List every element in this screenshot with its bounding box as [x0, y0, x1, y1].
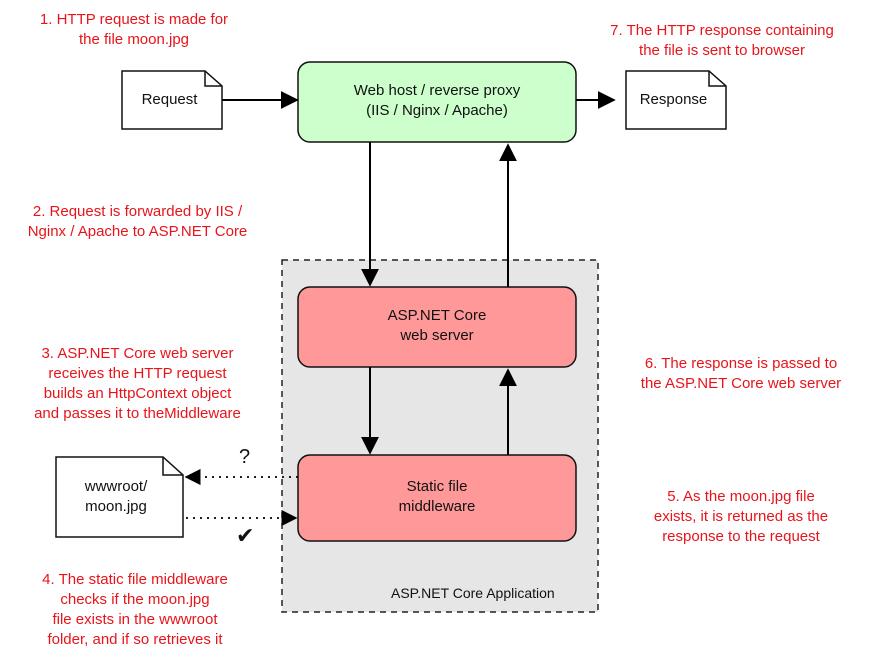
note-2-line-2: Nginx / Apache to ASP.NET Core [27, 223, 248, 240]
proxy-label-line-2: (IIS / Nginx / Apache) [366, 102, 508, 119]
note-step-7: 7. The HTTP response containing the file… [582, 21, 862, 61]
request-document-fold [204, 71, 222, 87]
question-mark: ? [239, 446, 251, 468]
proxy-box-label: Web host / reverse proxy (IIS / Nginx / … [298, 81, 576, 121]
wwwroot-document [55, 456, 184, 538]
note-step-2: 2. Request is forwarded by IIS / Nginx /… [0, 202, 275, 242]
request-document [121, 70, 223, 130]
response-document-fold [708, 71, 726, 87]
note-4-line-2: checks if the moon.jpg [60, 591, 210, 608]
note-2-line-1: 2. Request is forwarded by IIS / [32, 203, 243, 220]
note-3-line-1: 3. ASP.NET Core web server [41, 345, 234, 362]
note-step-5: 5. As the moon.jpg file exists, it is re… [611, 487, 871, 547]
note-7-line-1: 7. The HTTP response containing [610, 22, 834, 39]
wwwroot-label: wwwroot/ moon.jpg [56, 477, 176, 517]
note-step-1: 1. HTTP request is made for the file moo… [14, 10, 254, 50]
wwwroot-label-line-1: wwwroot/ [84, 478, 148, 495]
server-label-line-2: web server [400, 327, 474, 344]
server-box [297, 286, 577, 368]
app-container-label: ASP.NET Core Application [391, 585, 555, 601]
server-label-line-1: ASP.NET Core [387, 307, 487, 324]
note-3-line-4: and passes it to theMiddleware [34, 405, 241, 422]
note-3-line-3: builds an HttpContext object [43, 385, 232, 402]
note-7-line-2: the file is sent to browser [639, 42, 805, 59]
request-label: Request [141, 91, 198, 108]
note-1-line-2: the file moon.jpg [78, 31, 190, 48]
note-step-6: 6. The response is passed to the ASP.NET… [611, 354, 871, 394]
note-4-line-1: 4. The static file middleware [42, 571, 228, 588]
proxy-label-line-1: Web host / reverse proxy [353, 82, 521, 99]
note-5-line-2: exists, it is returned as the [653, 508, 829, 525]
note-3-line-2: receives the HTTP request [48, 365, 227, 382]
note-5-line-3: response to the request [662, 528, 820, 545]
response-label: Response [639, 91, 708, 108]
note-1-line-1: 1. HTTP request is made for [39, 11, 229, 28]
wwwroot-label-line-2: moon.jpg [85, 498, 147, 515]
note-6-line-2: the ASP.NET Core web server [640, 375, 842, 392]
check-mark-icon: ✔ [236, 523, 255, 548]
note-step-3: 3. ASP.NET Core web server receives the … [0, 344, 275, 424]
static-box [297, 454, 577, 542]
note-4-line-3: file exists in the wwwroot [52, 611, 218, 628]
note-step-4: 4. The static file middleware checks if … [10, 570, 260, 650]
static-box-label: Static file middleware [298, 477, 576, 517]
note-6-line-1: 6. The response is passed to [644, 355, 838, 372]
server-box-label: ASP.NET Core web server [298, 306, 576, 346]
response-document [625, 70, 727, 130]
note-5-line-1: 5. As the moon.jpg file [667, 488, 815, 505]
note-4-line-4: folder, and if so retrieves it [47, 631, 223, 648]
static-label-line-2: middleware [398, 498, 476, 515]
static-label-line-1: Static file [406, 478, 468, 495]
wwwroot-document-fold [162, 457, 183, 476]
